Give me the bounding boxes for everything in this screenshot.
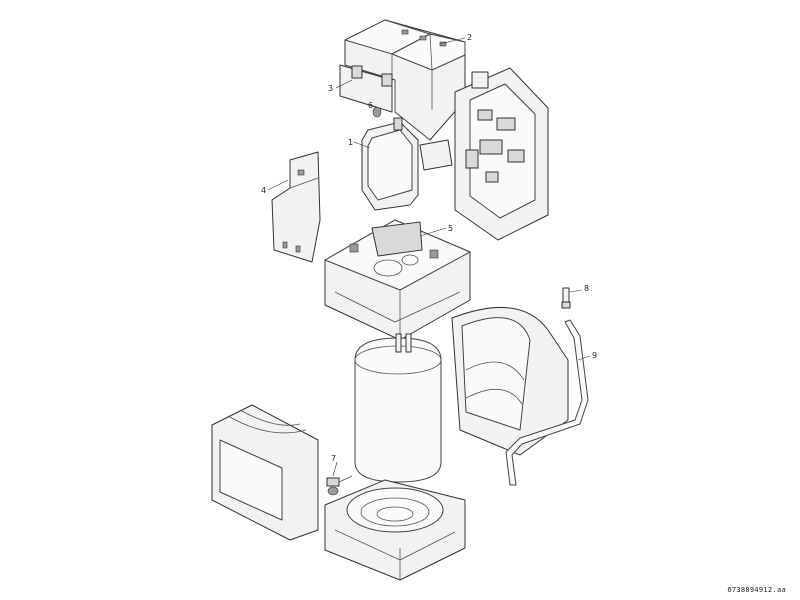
part-6-nut — [372, 106, 382, 118]
insulation-half-shell-right — [451, 307, 569, 456]
part-4-bracket — [271, 151, 321, 263]
part-3-front-cover-panel — [339, 64, 393, 113]
leader-lines — [267, 37, 591, 477]
part-2-top-cover — [344, 19, 466, 141]
front-insulation-panel — [211, 404, 319, 541]
callout-4: 4 — [261, 186, 266, 195]
document-id: 6738894912.aa — [727, 586, 786, 594]
callout-9: 9 — [592, 351, 597, 360]
cylinder-tank — [354, 333, 442, 500]
callout-7: 7 — [331, 454, 336, 463]
part-9-pipe — [505, 319, 589, 486]
callout-5: 5 — [448, 224, 453, 233]
part-1-control-box — [361, 117, 419, 211]
base-tray — [324, 479, 466, 581]
callout-8: 8 — [584, 284, 589, 293]
callout-3: 3 — [328, 84, 333, 93]
part-7-valve — [326, 475, 353, 496]
callout-6: 6 — [368, 101, 373, 110]
callout-labels: 1 2 3 4 5 6 7 8 9 — [261, 33, 597, 463]
callout-2: 2 — [467, 33, 472, 42]
part-5-insulation-block — [324, 219, 471, 341]
electronics-frame — [419, 67, 549, 241]
callout-1: 1 — [348, 138, 353, 147]
part-8-fitting — [561, 287, 571, 309]
